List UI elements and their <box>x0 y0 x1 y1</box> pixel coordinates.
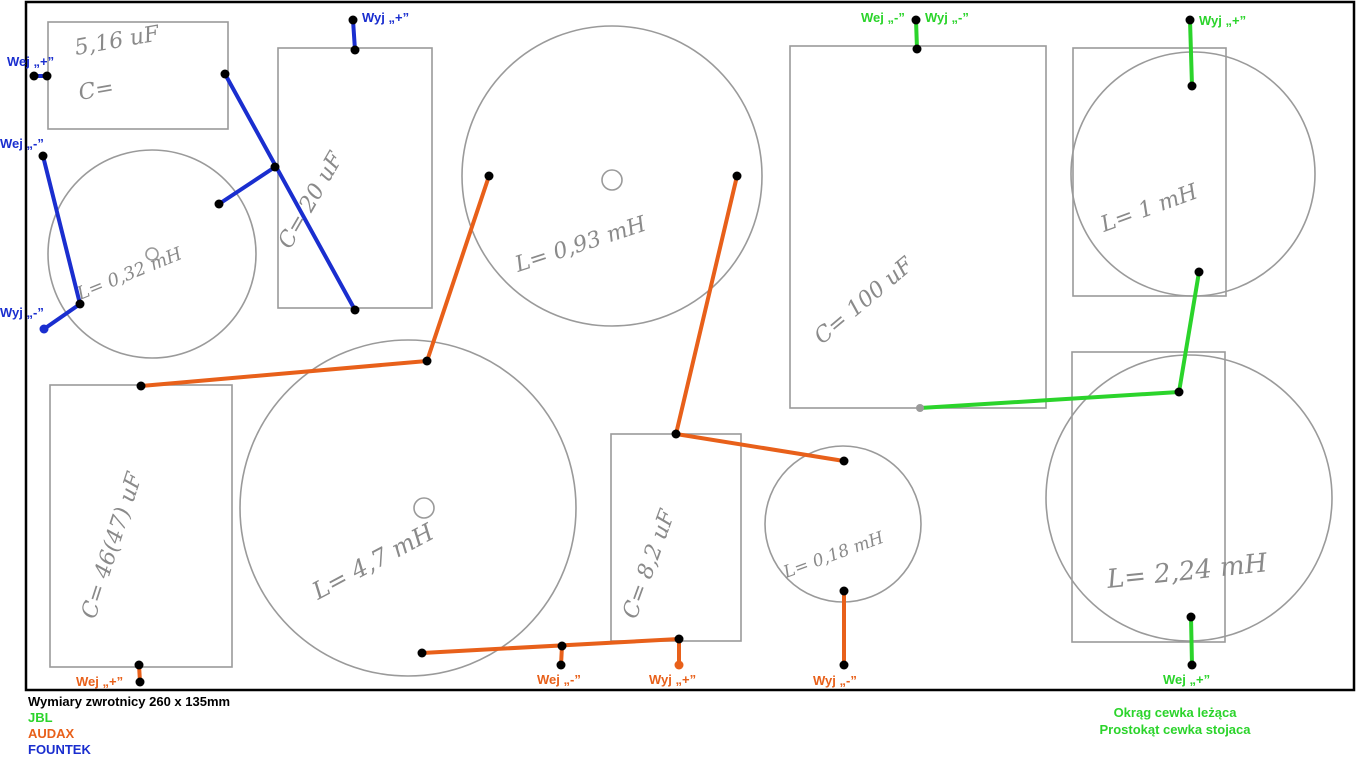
jbl-in-minus-label: Wej „-” <box>861 10 905 25</box>
fountek-in-minus-label: Wej „-” <box>0 136 44 151</box>
jbl-in-plus-label: Wej „+” <box>1163 672 1210 687</box>
jbl-coil-bottom-outline <box>1045 354 1333 642</box>
audax-coil-top-core <box>601 169 623 191</box>
jbl-out-minus-label: Wyj „-” <box>925 10 969 25</box>
audax-out-plus-label: Wyj „+” <box>649 672 696 687</box>
audax-in-minus-label: Wej „-” <box>537 672 581 687</box>
jbl-coil-top-value: L= 1 mH <box>1097 179 1202 238</box>
legend: Wymiary zwrotnicy 260 x 135mm JBL AUDAX … <box>28 694 230 758</box>
fountek-cap-a-value: 5,16 uF <box>73 21 162 61</box>
fountek-out-plus-label: Wyj „+” <box>362 10 409 25</box>
board-frame <box>24 0 1356 692</box>
audax-coil-big-core <box>413 497 435 519</box>
audax-in-plus-label: Wej „+” <box>76 674 123 689</box>
audax-coil-big-value: L= 4,7 mH <box>307 518 440 606</box>
audax-out-minus-label: Wyj „-” <box>813 673 857 688</box>
fountek-coil-core <box>145 247 159 261</box>
fountek-coil-value: L= 0,32 mH <box>73 243 185 305</box>
audax-cap-a-value: C= 46(47) uF <box>77 469 148 622</box>
jbl-coil-bottom-value: L= 2,24 mH <box>1105 548 1270 595</box>
audax-coil-top-outline <box>461 25 763 327</box>
legend-fountek: FOUNTEK <box>28 742 91 757</box>
component-values: 5,16 uF C= L= 0,32 mH C= 20 uF L= 0,93 m… <box>73 21 1270 622</box>
legend-jbl: JBL <box>28 710 53 725</box>
fountek-in-plus-label: Wej „+” <box>7 54 54 69</box>
audax-cap-a-outline <box>49 384 233 668</box>
legend-dimensions: Wymiary zwrotnicy 260 x 135mm <box>28 694 231 709</box>
shape-notes: Okrąg cewka leżąca Prostokąt cewka stoja… <box>1070 704 1280 738</box>
note-rectangle: Prostokąt cewka stojaca <box>1099 722 1251 737</box>
audax-wiring <box>137 174 846 684</box>
audax-coil-big-outline <box>239 339 577 677</box>
fountek-cap-a-prefix: C= <box>77 75 116 106</box>
fountek-cap-b-outline <box>277 47 433 309</box>
terminal-labels: Wej „+” Wej „-” Wyj „-” Wyj „+” Wej „-” … <box>0 10 1246 689</box>
solder-points <box>29 15 1204 687</box>
fountek-cap-b-value: C= 20 uF <box>274 147 349 253</box>
jbl-wiring <box>914 18 1201 667</box>
fountek-out-minus-label: Wyj „-” <box>0 305 44 320</box>
jbl-coil-top-frame <box>1072 47 1227 297</box>
jbl-cap-outline <box>789 45 1047 409</box>
legend-audax: AUDAX <box>28 726 75 741</box>
audax-cap-b-value: C= 8,2 uF <box>618 506 681 622</box>
fountek-coil-outline <box>47 149 257 359</box>
audax-coil-small-value: L= 0,18 mH <box>780 528 888 583</box>
jbl-cap-value: C= 100 uF <box>810 252 919 349</box>
jbl-out-plus-label: Wyj „+” <box>1199 13 1246 28</box>
jbl-coil-bottom-frame <box>1071 351 1226 643</box>
note-circle: Okrąg cewka leżąca <box>1113 705 1237 720</box>
audax-coil-top-value: L= 0,93 mH <box>511 212 650 278</box>
